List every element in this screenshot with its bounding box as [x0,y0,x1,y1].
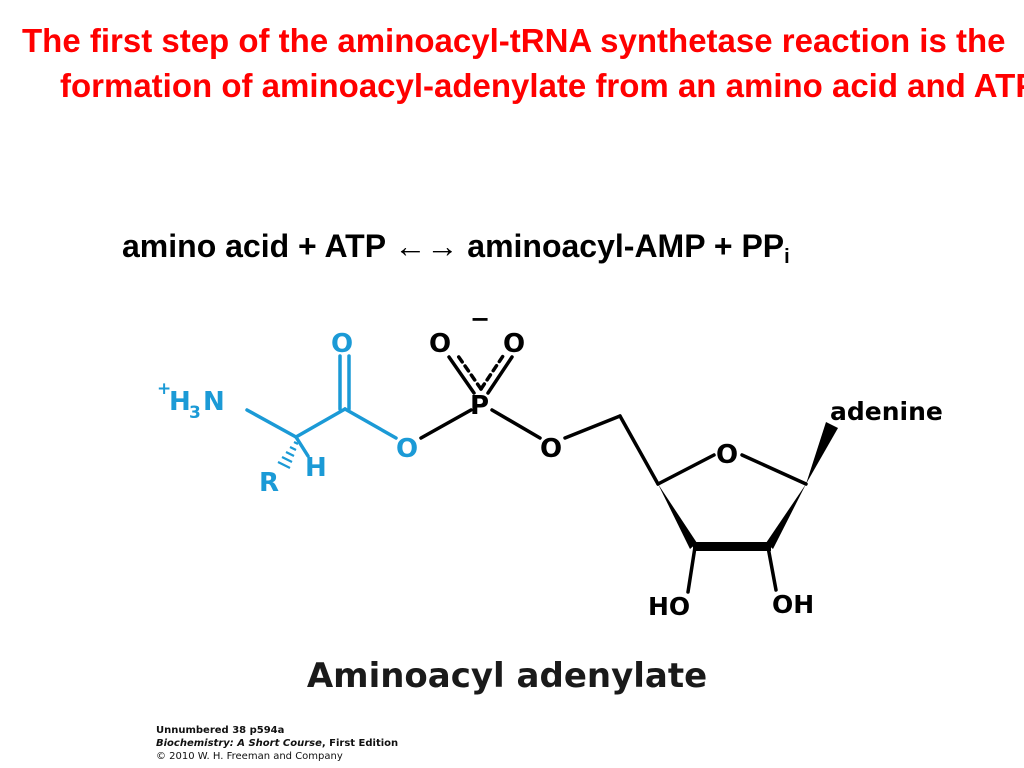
phosphate-oxygen-right: O [503,329,525,359]
ring-oxygen: O [716,440,738,470]
bond-oring-c1 [740,453,808,486]
phosphate-oxygen-left: O [429,329,451,359]
amine-charge: + [157,379,171,399]
ester-oxygen: O [396,434,418,464]
wedge-c4-c3 [658,484,697,549]
bond-p-o-left-dash [454,351,483,391]
reaction-equation: amino acid + ATP ←→ aminoacyl-AMP + PPi [122,228,790,269]
wedge-c1-adenine [806,422,838,484]
bond-n-calpha [245,408,298,439]
bond-c-oester [343,407,398,440]
bond-c4-oring [656,453,716,486]
hydroxyl-left: HO [648,592,690,621]
credit-edition: , First Edition [321,738,399,749]
bond-p-o-left-solid [447,355,476,395]
phosphate-charge: − [470,305,490,333]
equation-left: amino acid + ATP [122,228,386,264]
bond-c3-oh [686,545,697,594]
amine-n: N [203,387,225,417]
equation-subscript: i [784,246,790,268]
bond-calpha-c [294,407,347,439]
bond-c5-c4 [618,414,660,486]
bond-p-obridge [490,408,542,440]
phosphorus: P [470,391,489,421]
bridge-oxygen: O [540,434,562,464]
amine-subscript: 3 [189,403,201,423]
bond-calpha-h [294,435,310,458]
credit-line-2: Biochemistry: A Short Course, First Edit… [156,737,398,750]
bond-oester-p [419,408,473,440]
slide-title: The first step of the aminoacyl-tRNA syn… [22,22,1024,104]
equilibrium-arrows: ←→ [394,228,459,264]
bond-obridge-c5 [563,414,622,440]
equation-right: aminoacyl-AMP + PP [467,228,785,264]
bond-c2-oh [766,545,778,592]
figure-credits: Unnumbered 38 p594a Biochemistry: A Shor… [156,724,398,763]
carbonyl-oxygen: O [331,329,353,359]
credit-line-1: Unnumbered 38 p594a [156,725,285,736]
adenine-label: adenine [830,397,943,426]
r-group: R [259,468,279,498]
credit-line-3: © 2010 W. H. Freeman and Company [156,751,343,762]
credit-book-title: Biochemistry: A Short Course [156,738,322,749]
wedge-c2-c1 [766,484,806,549]
figure-caption: Aminoacyl adenylate [306,656,708,696]
bold-bond-c3-c2 [693,542,771,551]
bond-p-o-right-solid [486,355,514,395]
hashed-wedge-r [277,441,299,469]
bond-p-o-right-dash [479,351,507,391]
amine-h: H [169,387,191,417]
hydroxyl-right: OH [772,590,814,619]
aminoacyl-adenylate-structure: + H 3 N R H O O P O O − O O adenine HO O… [157,305,943,621]
alpha-h: H [305,453,327,483]
